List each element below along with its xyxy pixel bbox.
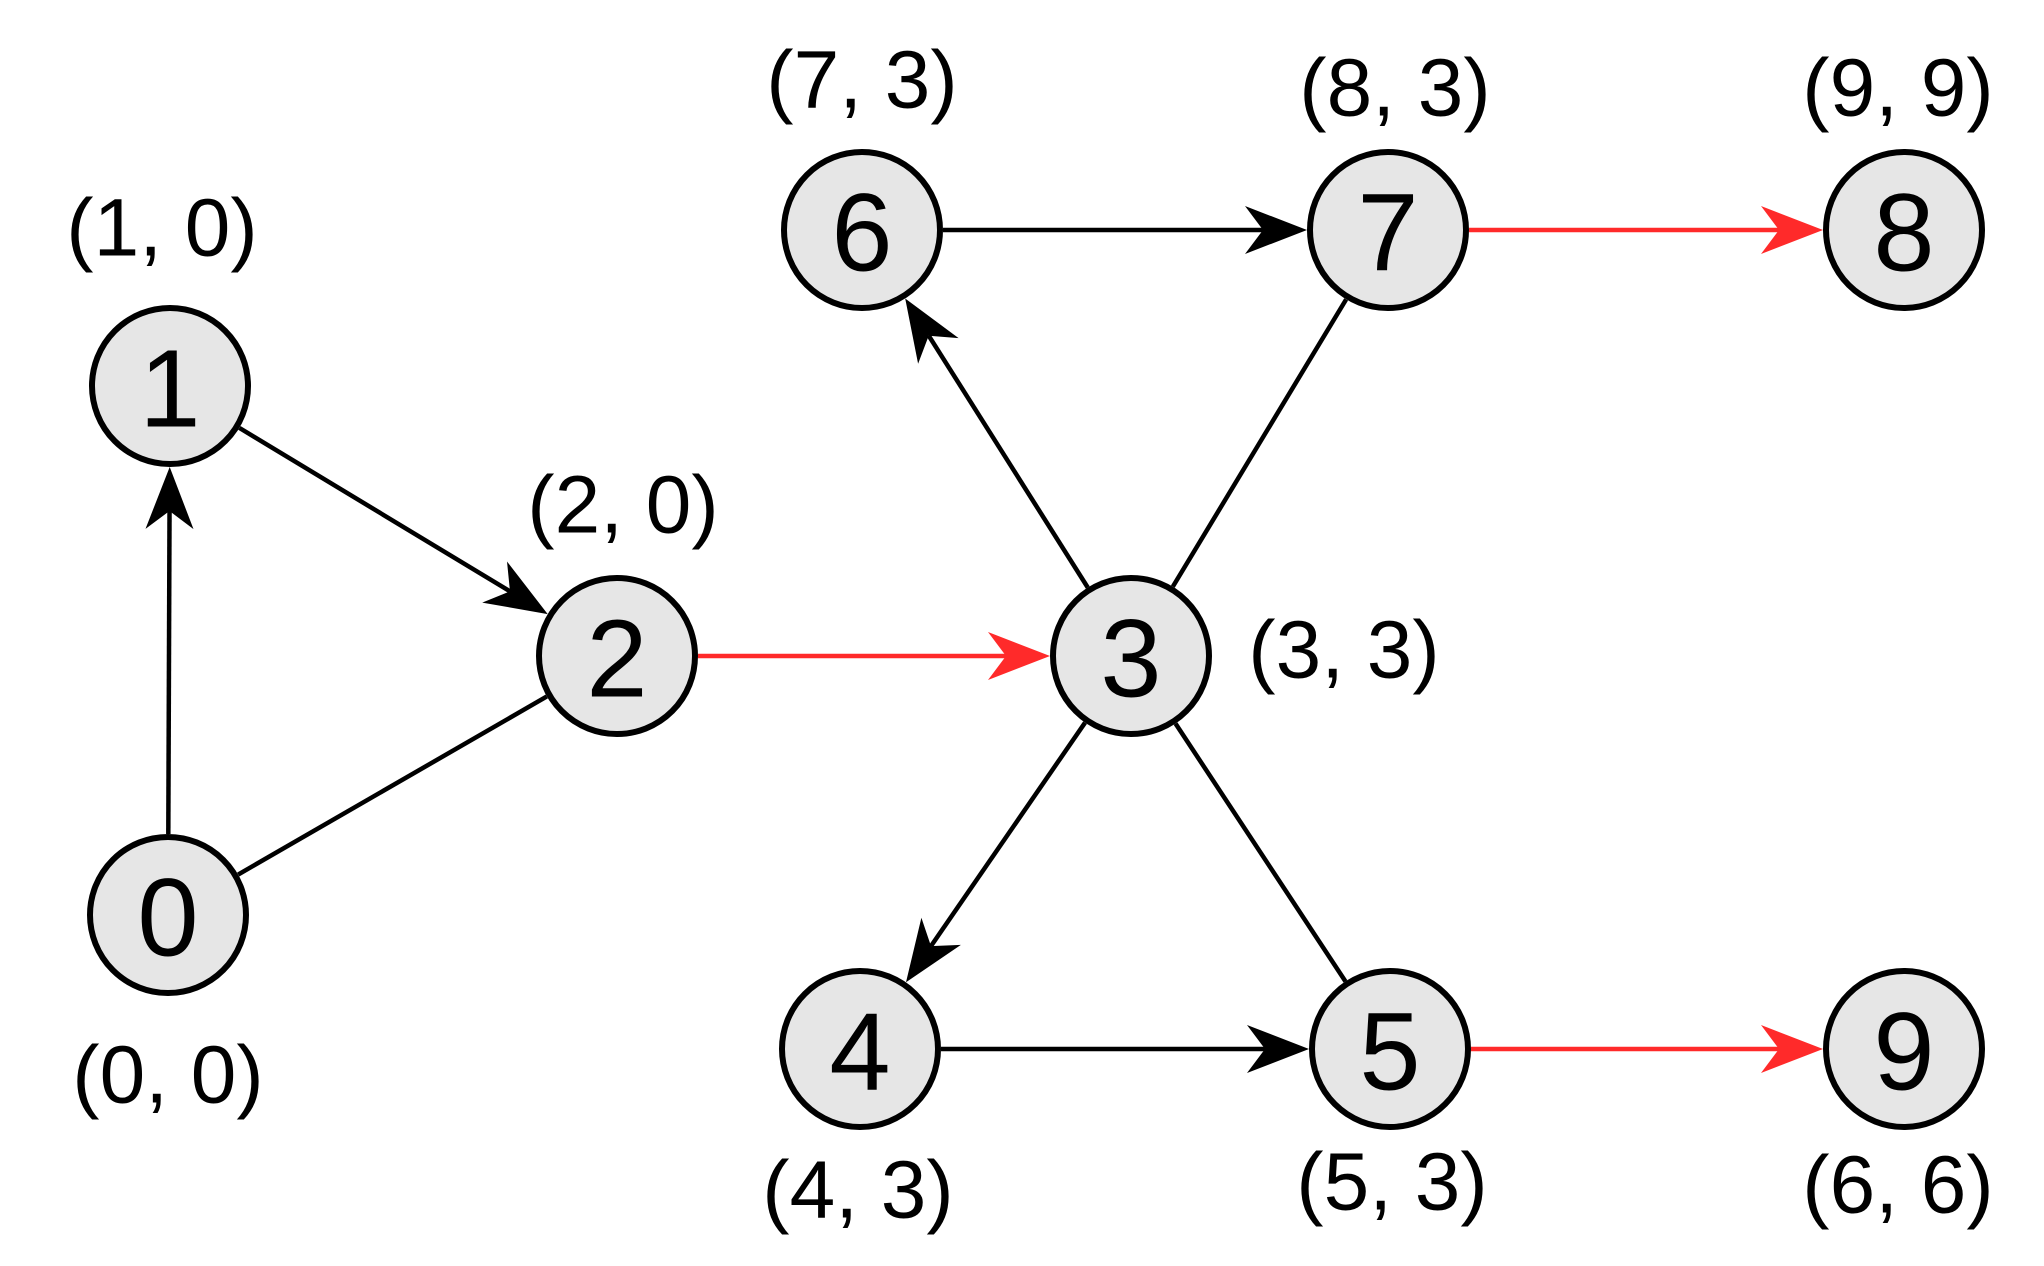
arrowhead — [1761, 1025, 1823, 1073]
edge-3-6 — [905, 298, 1090, 589]
node-9-label: 9 — [1873, 991, 1934, 1114]
node-1-circle — [89, 305, 251, 467]
edge-2-3 — [698, 632, 1050, 680]
node-4: 4 (4, 3) — [762, 968, 954, 1236]
edge-6-7 — [943, 206, 1307, 254]
edge-1-2 — [238, 425, 548, 615]
node-8-coord: (9, 9) — [1802, 43, 1993, 134]
node-2: 2 (2, 0) — [527, 460, 719, 737]
edge-line — [926, 334, 1090, 589]
node-1-coord: (1, 0) — [66, 183, 257, 274]
node-2-circle — [536, 575, 698, 737]
edges-layer — [145, 206, 1823, 1073]
arrowhead — [1245, 206, 1307, 254]
node-6-label: 6 — [831, 172, 892, 295]
edge-0-2 — [237, 694, 548, 877]
edge-3-7 — [1170, 298, 1349, 588]
nodes-layer: 0 (0, 0) 1 (1, 0) 2 (2, 0) 3 (3, 3) 4 (4… — [66, 35, 1993, 1236]
node-5: 5 (5, 3) — [1296, 968, 1488, 1228]
edge-3-4 — [906, 721, 1087, 983]
node-5-label: 5 — [1359, 991, 1420, 1114]
arrowhead — [905, 298, 959, 364]
node-9-circle — [1823, 968, 1985, 1130]
node-0-label: 0 — [137, 857, 198, 980]
arrowhead — [145, 467, 194, 530]
node-9: 9 (6, 6) — [1802, 968, 1994, 1231]
edge-line — [237, 694, 548, 877]
node-2-coord: (2, 0) — [527, 460, 718, 551]
node-6: 6 (7, 3) — [766, 35, 958, 311]
node-1-label: 1 — [139, 328, 200, 451]
arrowhead — [988, 632, 1050, 680]
node-0-coord: (0, 0) — [72, 1030, 263, 1121]
node-3-label: 3 — [1100, 598, 1161, 721]
node-9-coord: (6, 6) — [1802, 1140, 1993, 1231]
edge-5-9 — [1471, 1025, 1823, 1073]
arrowhead — [906, 917, 961, 983]
arrowhead — [1761, 206, 1823, 254]
arrowhead — [482, 561, 548, 615]
node-7-circle — [1307, 149, 1469, 311]
node-5-coord: (5, 3) — [1296, 1137, 1487, 1228]
edge-line — [238, 425, 512, 594]
node-0: 0 (0, 0) — [72, 834, 264, 1121]
edge-line — [929, 721, 1087, 948]
node-5-circle — [1309, 968, 1471, 1130]
node-3: 3 (3, 3) — [1050, 575, 1440, 737]
node-8: 8 (9, 9) — [1802, 43, 1994, 311]
node-4-circle — [779, 968, 941, 1130]
edge-4-5 — [941, 1025, 1309, 1073]
node-2-label: 2 — [586, 598, 647, 721]
edge-line — [1173, 722, 1348, 983]
edge-7-8 — [1469, 206, 1823, 254]
arrowhead — [1247, 1025, 1309, 1073]
node-3-circle — [1050, 575, 1212, 737]
node-6-coord: (7, 3) — [766, 35, 957, 126]
node-7-coord: (8, 3) — [1299, 43, 1490, 134]
edge-0-1 — [145, 467, 194, 835]
edge-line — [166, 510, 172, 835]
node-0-circle — [87, 834, 249, 996]
node-7: 7 (8, 3) — [1299, 43, 1491, 311]
node-8-circle — [1823, 149, 1985, 311]
node-8-label: 8 — [1873, 172, 1934, 295]
node-3-coord: (3, 3) — [1248, 605, 1439, 696]
node-1: 1 (1, 0) — [66, 183, 258, 467]
edge-3-5 — [1173, 722, 1348, 983]
edge-line — [1170, 298, 1349, 588]
node-7-label: 7 — [1357, 172, 1418, 295]
node-4-coord: (4, 3) — [762, 1145, 953, 1236]
node-4-label: 4 — [829, 991, 890, 1114]
node-6-circle — [781, 149, 943, 311]
